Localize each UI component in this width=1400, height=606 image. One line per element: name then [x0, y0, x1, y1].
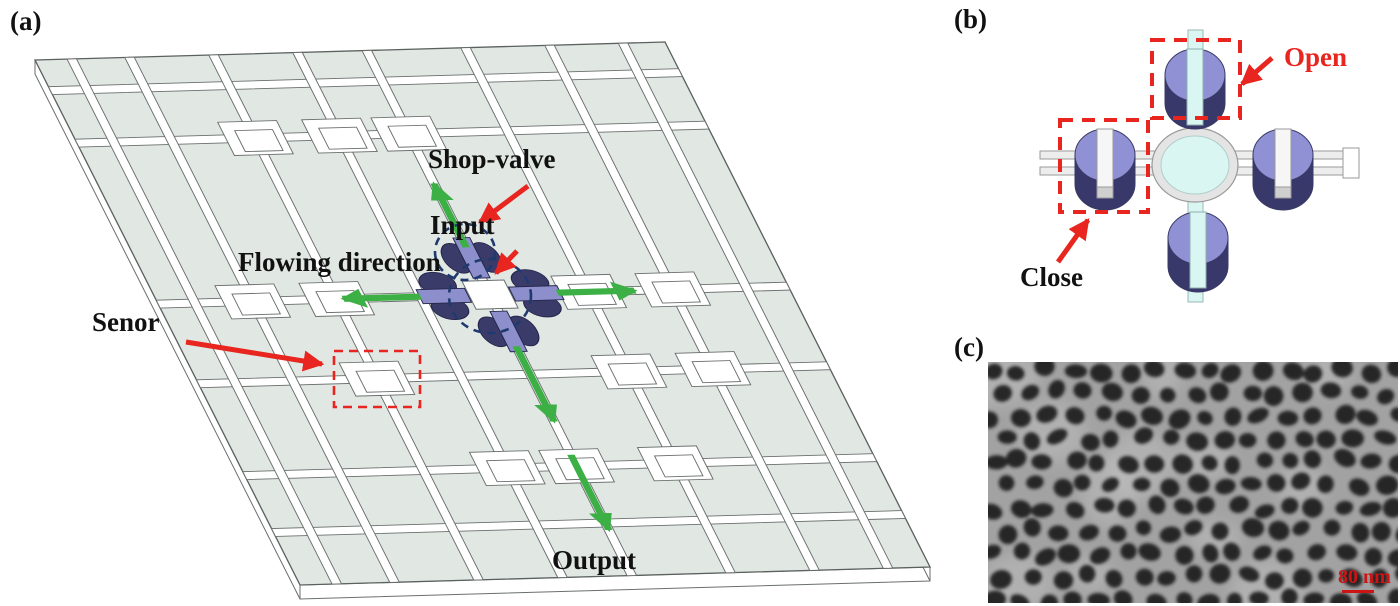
flow-arrow-right: [555, 281, 638, 301]
flow-arrow-down-1: [512, 346, 558, 424]
close-arrow: [1055, 218, 1091, 264]
flow-arrow-up: [430, 181, 470, 248]
valve-right: [507, 269, 565, 318]
input-port: [462, 280, 518, 309]
valve-cylinders: [1074, 48, 1314, 293]
output-label: Output: [552, 545, 637, 575]
red-pointer-arrows-b: [1055, 56, 1274, 264]
input-label: Input: [430, 210, 495, 240]
input-dashed-circle: [447, 257, 533, 335]
sensor-chambers: [214, 115, 752, 487]
panel-c-sem-image: [988, 362, 1398, 603]
panel-c-tag: (c): [954, 332, 984, 362]
open-label: Open: [1284, 42, 1348, 72]
panel-a-chip-schematic: [0, 0, 950, 600]
open-arrow: [1240, 56, 1274, 86]
chip-body: [35, 42, 930, 585]
sem-scale-bar-text: 80 nm: [1338, 566, 1391, 588]
panel-a-tag: (a): [10, 6, 42, 36]
cylinder-top-open: [1164, 48, 1226, 130]
flow-arrow-left: [340, 288, 423, 308]
chip-plan: [35, 42, 930, 585]
flow-arrows: [340, 181, 638, 533]
shop-valve-arrow: [478, 184, 530, 224]
shop-valve-dashed-circle: [433, 222, 497, 282]
panel-b-tag: (b): [954, 4, 987, 34]
sensor-dashed-rect: [332, 349, 422, 409]
sem-pores: [988, 362, 1398, 603]
sensor-arrow: [185, 339, 325, 372]
junction-chamber: [1151, 127, 1239, 203]
flowing-direction-label: Flowing direction: [238, 247, 441, 277]
sem-scale-bar-line: [1342, 590, 1374, 593]
close-label: Close: [1020, 262, 1083, 292]
panel-b-valve-closeup: [1039, 29, 1360, 303]
red-pointer-arrows: [185, 184, 530, 372]
open-dashed-rect: [1150, 38, 1242, 120]
input-arrow: [494, 249, 519, 275]
valve-left: [415, 271, 473, 321]
cylinder-bottom-open: [1167, 211, 1229, 293]
flow-arrow-down-2: [567, 454, 613, 533]
cylinder-left-closed: [1074, 128, 1136, 211]
sensor-label: Senor: [92, 307, 160, 337]
close-dashed-rect: [1058, 118, 1150, 214]
shop-valve-label: Shop-valve: [428, 144, 556, 174]
cylinder-right-closed: [1252, 128, 1314, 211]
